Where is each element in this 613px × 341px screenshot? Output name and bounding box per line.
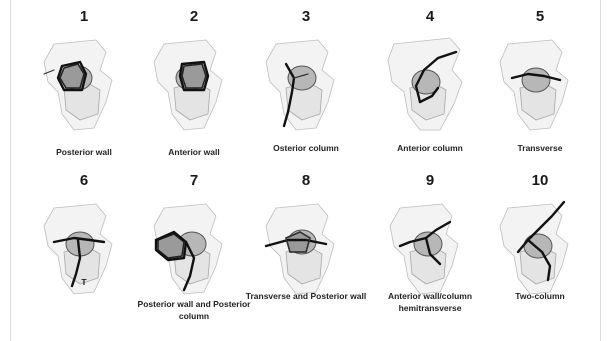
acetabulum-illustration <box>256 30 356 135</box>
panel-8: 8 Transverse and Posterior wall <box>250 172 362 337</box>
acetabulum-illustration <box>144 30 244 135</box>
panel-3: 3 Osterior column <box>250 8 362 173</box>
panel-number: 2 <box>138 8 250 26</box>
acetabulum-illustration <box>490 194 590 299</box>
panel-caption: Two-column <box>478 290 602 302</box>
panel-1: 1 Posterior wall <box>28 8 140 173</box>
panel-caption: Anterior wall <box>132 146 256 158</box>
panel-caption: Posterior wall <box>22 146 146 158</box>
panel-number: 10 <box>484 172 596 190</box>
panel-caption: T <box>22 276 146 288</box>
panel-7: 7 Posterior wall and Posterior column <box>138 172 250 337</box>
panel-caption: Osterior column <box>244 142 368 154</box>
panel-number: 5 <box>484 8 596 26</box>
panel-6: 6 T <box>28 172 140 337</box>
panel-caption: Anterior wall/column hemitransverse <box>368 290 492 314</box>
panel-caption: Transverse and Posterior wall <box>244 290 368 302</box>
panel-9: 9 Anterior wall/column hemitransverse <box>374 172 486 337</box>
panel-number: 9 <box>374 172 486 190</box>
panel-number: 3 <box>250 8 362 26</box>
panel-number: 6 <box>28 172 140 190</box>
panel-number: 8 <box>250 172 362 190</box>
panel-caption: Anterior column <box>368 142 492 154</box>
panel-4: 4 Anterior column <box>374 8 486 173</box>
acetabulum-illustration <box>256 194 356 299</box>
panel-caption: Posterior wall and Posterior column <box>132 298 256 322</box>
panel-2: 2 Anterior wall <box>138 8 250 173</box>
panel-number: 7 <box>138 172 250 190</box>
acetabulum-illustration <box>380 30 480 135</box>
panel-10: 10 Two-column <box>484 172 596 337</box>
panel-5: 5 Transverse <box>484 8 596 173</box>
acetabulum-illustration <box>34 30 134 135</box>
panel-caption: Transverse <box>478 142 602 154</box>
panel-number: 1 <box>28 8 140 26</box>
acetabulum-illustration <box>144 194 244 299</box>
acetabulum-illustration <box>380 194 480 299</box>
acetabulum-illustration <box>490 30 590 135</box>
frame-border-left <box>10 0 11 341</box>
panel-number: 4 <box>374 8 486 26</box>
